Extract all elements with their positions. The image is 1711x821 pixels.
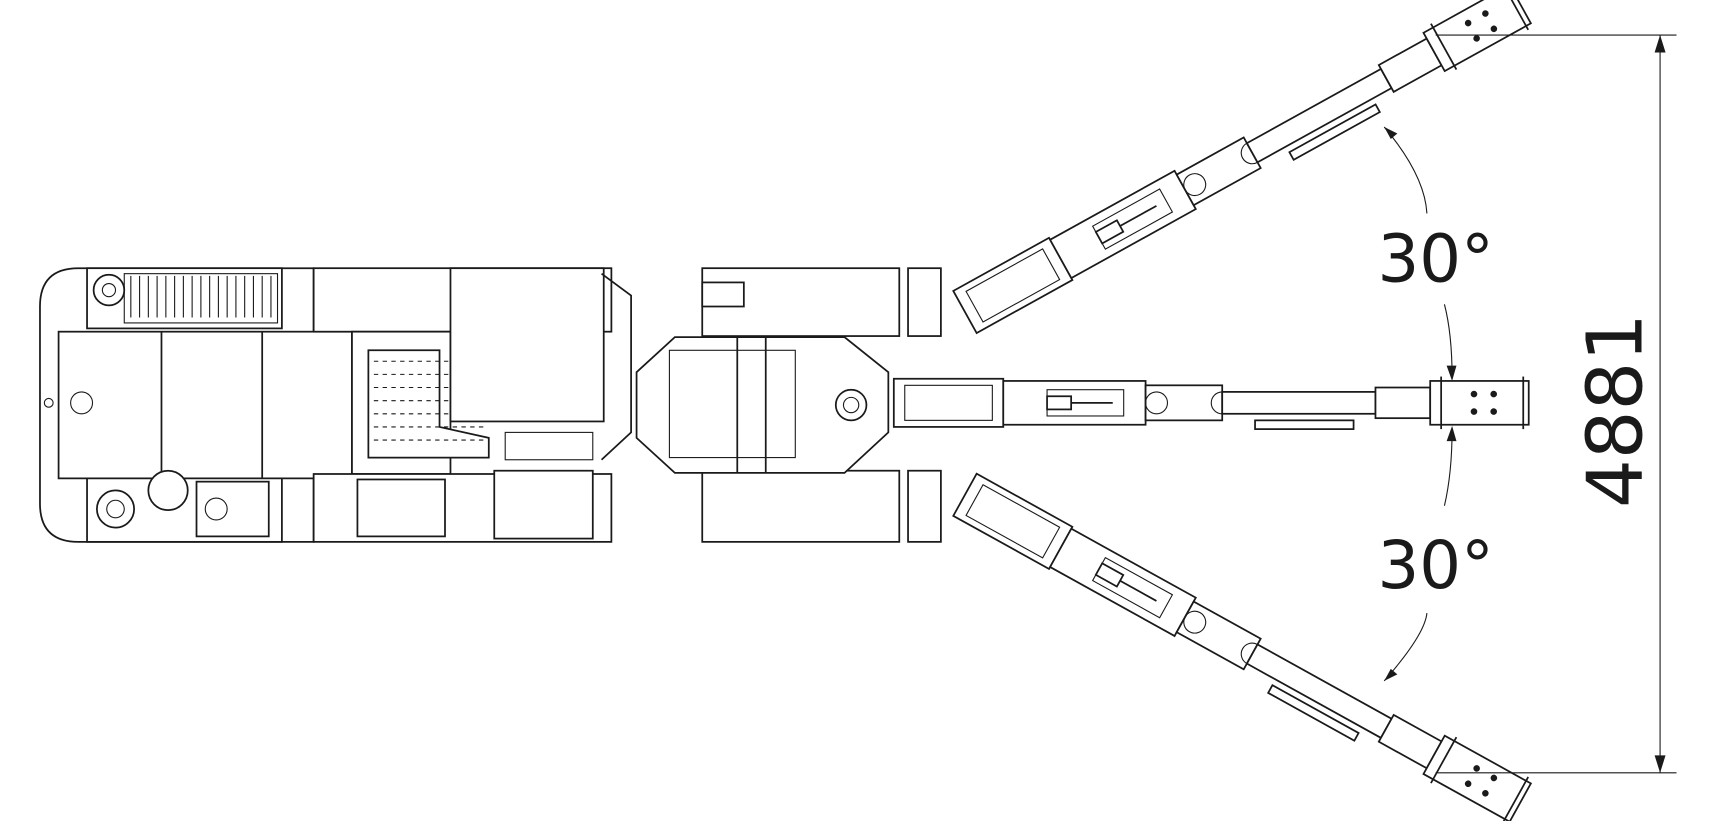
lower-angle-label: 30° [1377, 528, 1493, 604]
upper-angle-label: 30° [1377, 221, 1493, 297]
overall-width-label: 4881 [1571, 313, 1660, 508]
lower-angle-dimension: 30° [1377, 425, 1494, 682]
upper-angle-dimension: 30° [1377, 126, 1494, 381]
overall-width-dimension: 4881 [1435, 34, 1677, 774]
machine-body [39, 267, 632, 543]
perforated-panel [367, 349, 490, 459]
radiator-grille [123, 273, 279, 324]
boom-center [892, 375, 1530, 430]
front-chassis [635, 267, 942, 543]
boom-lower [951, 470, 1534, 821]
